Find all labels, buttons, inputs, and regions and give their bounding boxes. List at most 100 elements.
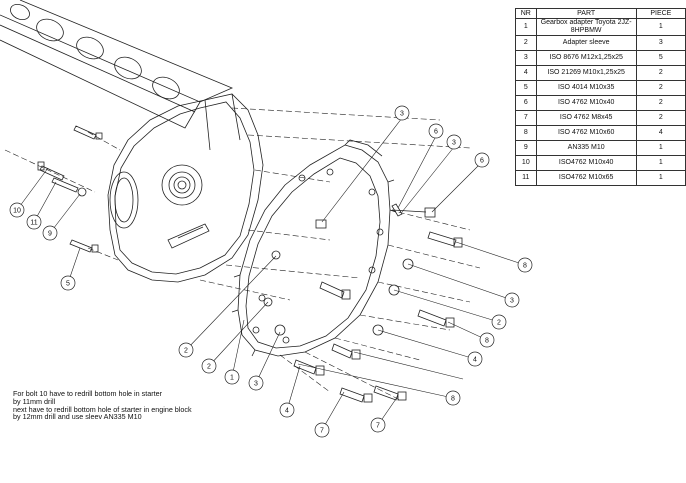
- balloon: 2: [178, 342, 194, 358]
- balloon: 9: [42, 225, 58, 241]
- cell-part: ISO 4762 M8x45: [535, 110, 637, 126]
- cell-part: ISO 8676 M12x1,25x25: [535, 50, 637, 66]
- cell-piece: 5: [635, 50, 686, 66]
- cell-nr: 10: [515, 155, 537, 171]
- balloon: 2: [491, 314, 507, 330]
- cell-part: AN335 M10: [535, 140, 637, 156]
- cell-nr: 4: [515, 65, 537, 81]
- cell-piece: 1: [635, 140, 686, 156]
- balloon: 1: [224, 369, 240, 385]
- svg-text:2: 2: [184, 348, 188, 355]
- cell-nr: 6: [515, 95, 537, 111]
- svg-text:2: 2: [497, 320, 501, 327]
- cell-piece: 3: [635, 35, 686, 51]
- cell-nr: 2: [515, 35, 537, 51]
- balloon-leaders: [16, 117, 526, 431]
- balloon: 7: [370, 417, 386, 433]
- cell-part: ISO 21269 M10x1,25x25: [535, 65, 637, 81]
- cell-piece: 4: [635, 125, 686, 141]
- svg-text:1: 1: [230, 375, 234, 382]
- balloon: 8: [517, 257, 533, 273]
- balloon: 5: [60, 275, 76, 291]
- svg-text:11: 11: [30, 220, 37, 227]
- svg-text:2: 2: [207, 364, 211, 371]
- svg-text:9: 9: [48, 231, 52, 238]
- svg-text:4: 4: [473, 357, 477, 364]
- svg-text:4: 4: [285, 408, 289, 415]
- cell-piece: 1: [635, 155, 686, 171]
- gearbox-adapter-plate: [231, 139, 397, 357]
- svg-text:3: 3: [254, 381, 258, 388]
- cell-piece: 2: [635, 110, 686, 126]
- balloon: 10: [9, 202, 25, 218]
- table-header-row: NR PART PIECE: [515, 8, 686, 19]
- cell-piece: 1: [635, 18, 686, 36]
- cell-piece: 1: [635, 170, 686, 186]
- balloon: 3: [394, 105, 410, 121]
- cell-part: ISO4762 M10x65: [535, 170, 637, 186]
- cell-part: ISO 4762 M10x40: [535, 95, 637, 111]
- cell-part: Gearbox adapter Toyota 2JZ-8HPBMW: [535, 18, 637, 36]
- cell-piece: 2: [635, 95, 686, 111]
- balloon: 3: [248, 375, 264, 391]
- svg-text:7: 7: [320, 428, 324, 435]
- cell-piece: 2: [635, 80, 686, 96]
- cell-nr: 8: [515, 125, 537, 141]
- svg-text:8: 8: [485, 338, 489, 345]
- bolts: [37, 125, 463, 403]
- svg-text:7: 7: [376, 423, 380, 430]
- svg-text:3: 3: [510, 298, 514, 305]
- svg-text:8: 8: [451, 396, 455, 403]
- svg-text:5: 5: [66, 281, 70, 288]
- cell-nr: 7: [515, 110, 537, 126]
- svg-text:6: 6: [434, 129, 438, 136]
- column-header-part: PART: [535, 8, 637, 19]
- balloon: 7: [314, 422, 330, 438]
- engine-block: [0, 0, 234, 129]
- balloon: 3: [504, 292, 520, 308]
- cell-part: ISO4762 M10x40: [535, 155, 637, 171]
- cell-part: ISO 4762 M10x60: [535, 125, 637, 141]
- balloon: 8: [479, 332, 495, 348]
- cell-nr: 5: [515, 80, 537, 96]
- svg-text:3: 3: [452, 140, 456, 147]
- balloon: 11: [26, 214, 42, 230]
- cell-part: ISO 4014 M10x35: [535, 80, 637, 96]
- balloon: 8: [445, 390, 461, 406]
- item-balloons: 10 11 9 5 3 6 3 6 8 3 2 8 2 4 2 1 3 4 8 …: [9, 105, 533, 438]
- cell-nr: 11: [515, 170, 537, 186]
- assembly-note: For bolt 10 have to redrill bottom hole …: [13, 389, 192, 422]
- exploded-axis-lines: [4, 107, 481, 401]
- balloon: 4: [467, 351, 483, 367]
- balloon: 6: [428, 123, 444, 139]
- svg-text:10: 10: [13, 208, 21, 215]
- balloon: 4: [279, 402, 295, 418]
- engine-bellhousing-flange: [107, 93, 264, 283]
- cell-nr: 9: [515, 140, 537, 156]
- balloon: 2: [201, 358, 217, 374]
- column-header-piece: PIECE: [635, 8, 686, 19]
- balloon: 3: [446, 134, 462, 150]
- cell-nr: 3: [515, 50, 537, 66]
- svg-text:8: 8: [523, 263, 527, 270]
- column-header-nr: NR: [515, 8, 537, 19]
- cell-nr: 1: [515, 18, 537, 36]
- svg-text:3: 3: [400, 111, 404, 118]
- balloon: 6: [474, 152, 490, 168]
- cell-part: Adapter sleeve: [535, 35, 637, 51]
- cell-piece: 2: [635, 65, 686, 81]
- svg-text:6: 6: [480, 158, 484, 165]
